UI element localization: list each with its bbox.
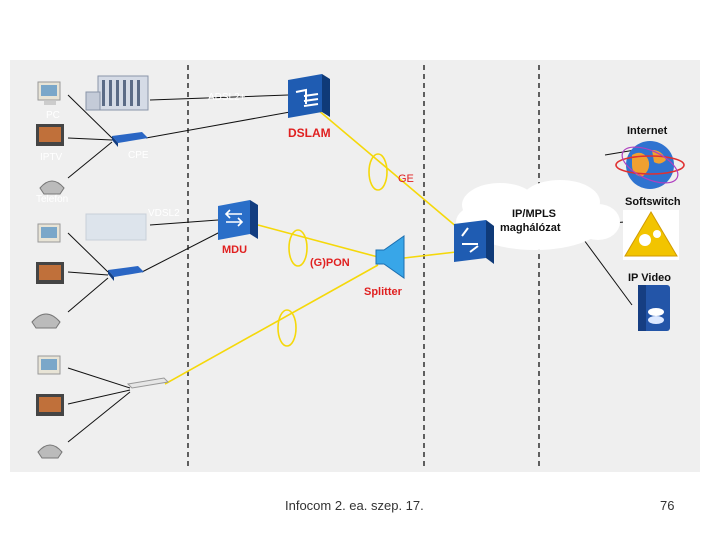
footer-caption: Infocom 2. ea. szep. 17. <box>285 498 424 513</box>
dslam-label: DSLAM <box>288 126 331 140</box>
link-pc1-modem1 <box>67 94 113 139</box>
pc-icon <box>37 223 61 243</box>
splitter-icon <box>375 235 405 279</box>
fiber-splitter-core <box>403 251 457 259</box>
link-tv1-modem1 <box>67 137 113 141</box>
network-diagram-panel <box>10 60 700 472</box>
access-links <box>67 94 636 443</box>
phone-icon <box>39 180 65 195</box>
fiber-ont-splitter <box>164 264 379 385</box>
link-building2-mdu <box>149 219 219 226</box>
subscriber-devices <box>31 81 65 459</box>
link-tv3-ont <box>67 389 131 405</box>
dslam-device <box>288 74 330 118</box>
mdu-label: MDU <box>222 244 247 256</box>
link-phone1-modem1 <box>67 141 113 179</box>
mdu-device <box>218 200 258 240</box>
fiber-loop-ont <box>277 309 297 347</box>
fiber-links <box>164 109 459 385</box>
link-pc2-modem2 <box>67 232 109 273</box>
pc-icon <box>37 81 61 105</box>
adsl-label: ADSL2+ <box>208 92 246 103</box>
cpe-label: CPE <box>128 150 149 161</box>
server-icon <box>638 285 670 331</box>
ipvideo-label: IP Video <box>628 272 671 284</box>
fiber-mdu-splitter <box>257 224 379 258</box>
building-icon <box>85 75 149 111</box>
section-separators <box>187 65 540 470</box>
internet-label: Internet <box>627 125 668 137</box>
softswitch-icon <box>623 210 679 260</box>
ont-icon <box>126 377 170 389</box>
link-phone3-ont <box>67 391 131 443</box>
link-internet <box>604 149 636 156</box>
phone-icon <box>37 444 63 459</box>
link-building-dslam <box>149 94 289 101</box>
tv-icon <box>36 394 64 416</box>
ipmpls-label: IP/MPLS <box>512 208 556 220</box>
vdsl-label: VDSL2 <box>148 208 180 219</box>
fiber-loop-ge <box>368 153 388 191</box>
tv-icon <box>36 124 64 146</box>
pc-icon <box>37 355 61 375</box>
link-modem2-mdu <box>141 231 221 273</box>
link-tv2-modem2 <box>67 271 109 276</box>
modem-icon <box>112 132 148 147</box>
ge-label: GE <box>398 173 414 185</box>
link-ipvideo <box>583 239 633 306</box>
iptv-label: IPTV <box>40 152 63 163</box>
phone-icon <box>31 313 61 329</box>
page-number: 76 <box>660 498 675 513</box>
globe-icon <box>615 141 685 189</box>
building-icon <box>85 213 147 241</box>
fiber-dslam-core <box>317 109 459 229</box>
softswitch-label: Softswitch <box>625 196 681 208</box>
modem-icon <box>108 266 144 281</box>
core-network-label: maghálózat <box>500 222 561 234</box>
link-modem1-dslam <box>145 111 291 139</box>
link-pc3-ont <box>67 367 131 389</box>
link-phone2-modem2 <box>67 277 109 313</box>
telefon-label: Telefon <box>36 194 68 205</box>
pc-label: PC <box>46 110 60 121</box>
splitter-label: Splitter <box>364 286 403 298</box>
core-router-icon <box>454 220 494 264</box>
tv-icon <box>36 262 64 284</box>
labels: DSLAM MDU Splitter (G)PON GE IP/MPLS mag… <box>36 92 681 298</box>
fiber-loop-gpon <box>288 229 308 267</box>
gpon-label: (G)PON <box>310 257 350 269</box>
